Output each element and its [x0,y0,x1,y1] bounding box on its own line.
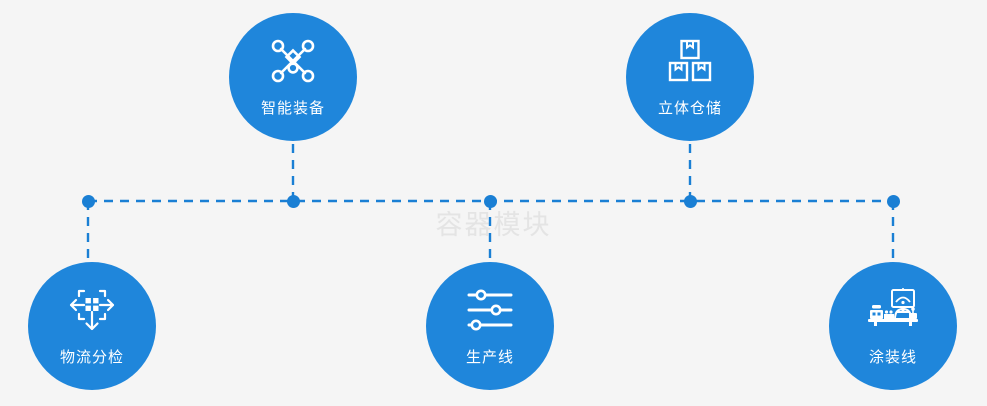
node-dot-production[interactable] [483,194,497,208]
node-label: 涂装线 [868,349,917,366]
node-label: 生产线 [465,349,514,366]
node-label: 立体仓储 [657,100,722,117]
node-label: 智能装备 [260,100,325,117]
node-circle-smart-equipment[interactable]: 智能装备 [229,13,357,141]
node-dot-painting[interactable] [886,194,900,208]
warehouse-boxes-icon [664,37,716,85]
node-dot-equipment[interactable] [286,194,300,208]
node-circle-warehouse[interactable]: 立体仓储 [626,13,754,141]
smart-equipment-network-icon [267,37,319,85]
node-dot-warehouse[interactable] [683,194,697,208]
node-circle-production-line[interactable]: 生产线 [426,262,554,390]
node-circle-logistics-sorting[interactable]: 物流分检 [28,262,156,390]
painting-line-machine-icon [867,286,919,334]
node-dot-logistics[interactable] [81,194,95,208]
node-circle-painting-line[interactable]: 涂装线 [829,262,957,390]
node-label: 物流分检 [59,349,124,366]
logistics-sorting-icon [66,286,118,334]
production-line-sliders-icon [464,286,516,334]
